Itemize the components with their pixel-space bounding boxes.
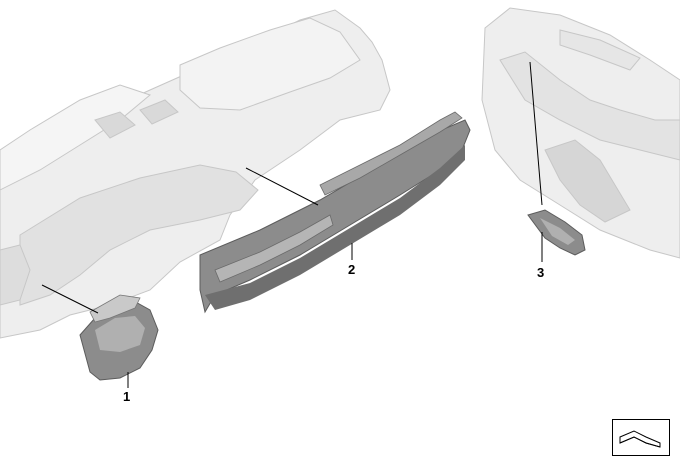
door-panel	[481, 7, 680, 259]
leader-line-3a	[529, 61, 543, 206]
door-trim-piece	[527, 209, 586, 256]
leader-lines	[41, 61, 543, 388]
center-trim-strip	[199, 111, 471, 314]
callout-3: 3	[537, 265, 545, 280]
lower-trim-panel	[79, 294, 159, 381]
callout-2: 2	[348, 262, 356, 277]
dashboard-panel	[0, 9, 391, 339]
leader-line-2a	[245, 167, 319, 206]
callout-1: 1	[123, 389, 131, 404]
car-silhouette-icon	[612, 419, 670, 456]
leader-line-1a	[41, 284, 99, 314]
